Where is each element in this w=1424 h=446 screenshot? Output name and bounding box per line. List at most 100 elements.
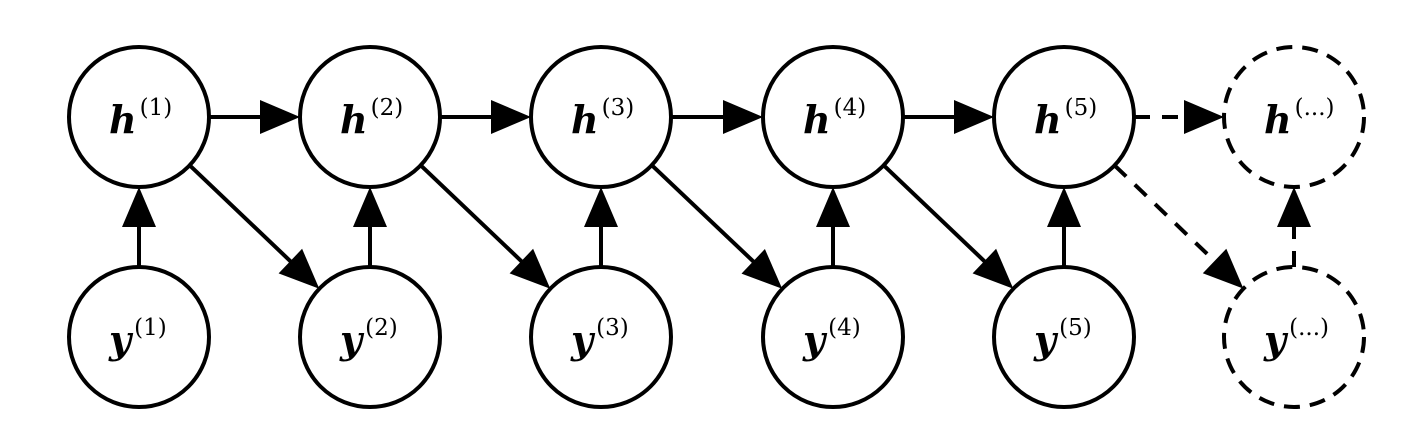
arrowhead bbox=[741, 249, 783, 289]
node-variable: y bbox=[108, 317, 134, 362]
node-superscript: (...) bbox=[1289, 315, 1329, 341]
node-label: h(4) bbox=[803, 95, 866, 142]
node-label: h(3) bbox=[571, 95, 634, 142]
node-y-6: y(...) bbox=[1222, 265, 1366, 409]
node-superscript: (4) bbox=[828, 315, 861, 341]
arrowhead bbox=[816, 187, 850, 227]
node-variable: h bbox=[1034, 97, 1062, 142]
edge-line bbox=[1113, 163, 1218, 264]
node-circle bbox=[761, 45, 905, 189]
node-superscript: (5) bbox=[1065, 95, 1098, 121]
node-h-4: h(4) bbox=[761, 45, 905, 189]
arrowhead bbox=[491, 100, 531, 134]
node-superscript: (2) bbox=[371, 95, 404, 121]
edge-h5-to-y6 bbox=[1113, 163, 1244, 289]
edge-line bbox=[650, 163, 757, 265]
nodes-layer: h(1)h(2)h(3)h(4)h(5)h(...)y(1)y(2)y(3)y(… bbox=[67, 45, 1366, 409]
node-variable: h bbox=[1264, 97, 1292, 142]
edge-h4-to-y5 bbox=[882, 163, 1014, 289]
node-circle bbox=[529, 45, 673, 189]
node-circle bbox=[1222, 265, 1366, 409]
node-superscript: (5) bbox=[1059, 315, 1092, 341]
node-circle bbox=[761, 265, 905, 409]
node-circle bbox=[992, 265, 1136, 409]
node-label: y(1) bbox=[108, 315, 167, 362]
edge-line bbox=[188, 163, 294, 264]
node-label: y(...) bbox=[1263, 315, 1329, 362]
arrowhead bbox=[278, 248, 320, 289]
node-superscript: (1) bbox=[134, 315, 167, 341]
node-circle bbox=[67, 45, 211, 189]
node-variable: h bbox=[803, 97, 831, 142]
node-h-6: h(...) bbox=[1222, 45, 1366, 189]
edge-h2-to-h3 bbox=[440, 100, 531, 134]
node-label: h(5) bbox=[1034, 95, 1097, 142]
edge-h1-to-h2 bbox=[209, 100, 300, 134]
edge-h2-to-y3 bbox=[419, 163, 551, 289]
node-variable: y bbox=[1033, 317, 1059, 362]
edge-y3-to-h3 bbox=[584, 187, 618, 267]
node-label: h(2) bbox=[340, 95, 403, 142]
node-variable: y bbox=[570, 317, 596, 362]
node-superscript: (3) bbox=[596, 315, 629, 341]
edge-y2-to-h2 bbox=[353, 187, 387, 267]
arrowhead bbox=[260, 100, 300, 134]
node-h-5: h(5) bbox=[992, 45, 1136, 189]
node-h-1: h(1) bbox=[67, 45, 211, 189]
arrowhead bbox=[954, 100, 994, 134]
arrowhead bbox=[122, 187, 156, 227]
node-variable: y bbox=[1263, 317, 1289, 362]
edge-y5-to-h5 bbox=[1047, 187, 1081, 267]
arrowhead bbox=[1184, 100, 1224, 134]
node-label: h(1) bbox=[109, 95, 172, 142]
node-h-3: h(3) bbox=[529, 45, 673, 189]
arrowhead bbox=[1202, 248, 1244, 289]
arrowhead bbox=[353, 187, 387, 227]
edge-y6-to-h6 bbox=[1277, 187, 1311, 267]
node-variable: y bbox=[339, 317, 365, 362]
edge-line bbox=[419, 163, 525, 264]
node-label: y(3) bbox=[570, 315, 629, 362]
node-y-3: y(3) bbox=[529, 265, 673, 409]
node-circle bbox=[298, 265, 442, 409]
arrowhead bbox=[723, 100, 763, 134]
node-label: y(5) bbox=[1033, 315, 1092, 362]
arrowhead bbox=[584, 187, 618, 227]
edge-line bbox=[882, 163, 988, 264]
arrowhead bbox=[1047, 187, 1081, 227]
node-variable: y bbox=[802, 317, 828, 362]
edge-h5-to-h6 bbox=[1134, 100, 1224, 134]
node-y-5: y(5) bbox=[992, 265, 1136, 409]
edge-h4-to-h5 bbox=[903, 100, 994, 134]
node-superscript: (1) bbox=[140, 95, 173, 121]
arrowhead bbox=[1277, 187, 1311, 227]
node-y-4: y(4) bbox=[761, 265, 905, 409]
arrowhead bbox=[509, 248, 551, 289]
node-circle bbox=[67, 265, 211, 409]
node-label: y(2) bbox=[339, 315, 398, 362]
edge-h3-to-h4 bbox=[671, 100, 763, 134]
edge-h1-to-y2 bbox=[188, 163, 320, 289]
edge-y1-to-h1 bbox=[122, 187, 156, 267]
node-variable: h bbox=[340, 97, 368, 142]
edge-h3-to-y4 bbox=[650, 163, 783, 289]
node-superscript: (...) bbox=[1295, 95, 1335, 121]
node-superscript: (2) bbox=[365, 315, 398, 341]
arrowhead bbox=[972, 248, 1014, 289]
node-y-1: y(1) bbox=[67, 265, 211, 409]
node-circle bbox=[298, 45, 442, 189]
node-circle bbox=[529, 265, 673, 409]
node-variable: h bbox=[571, 97, 599, 142]
node-circle bbox=[1222, 45, 1366, 189]
node-h-2: h(2) bbox=[298, 45, 442, 189]
node-superscript: (4) bbox=[834, 95, 867, 121]
node-circle bbox=[992, 45, 1136, 189]
node-label: y(4) bbox=[802, 315, 861, 362]
node-label: h(...) bbox=[1264, 95, 1335, 142]
edges-layer bbox=[122, 100, 1311, 289]
node-superscript: (3) bbox=[602, 95, 635, 121]
node-variable: h bbox=[109, 97, 137, 142]
edge-y4-to-h4 bbox=[816, 187, 850, 267]
node-y-2: y(2) bbox=[298, 265, 442, 409]
